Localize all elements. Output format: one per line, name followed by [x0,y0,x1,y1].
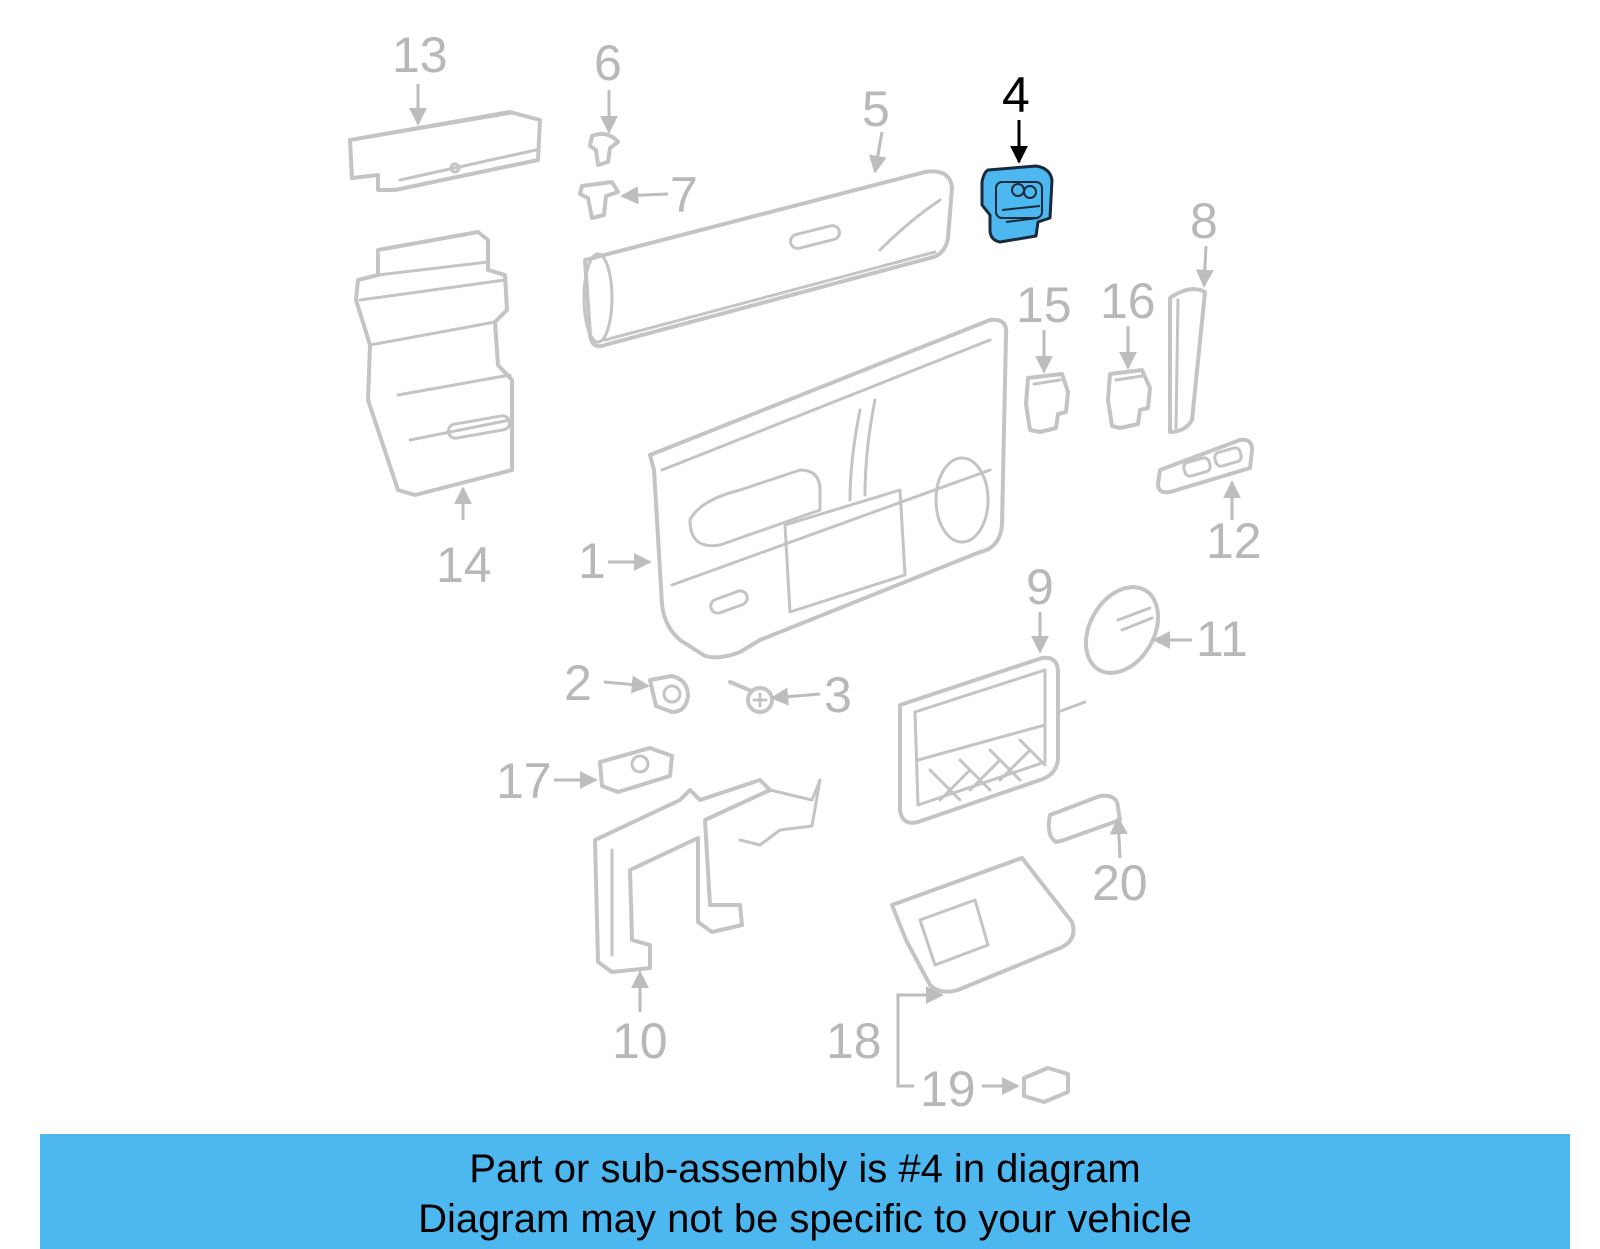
callout-13: 13 [392,27,448,83]
part-19-shape [1022,1066,1070,1104]
part-3-shape [728,680,774,714]
callout-20: 20 [1092,855,1148,911]
callout-19: 19 [920,1061,976,1117]
callout-3: 3 [824,667,852,723]
callout-4: 4 [1002,67,1030,123]
part-9-shape [898,655,1087,825]
banner-line-disclaimer: Diagram may not be specific to your vehi… [418,1197,1192,1241]
callout-12: 12 [1206,513,1262,569]
part-2-shape [648,674,690,714]
callout-10: 10 [612,1013,668,1069]
part-10-shape [593,778,822,974]
callout-17: 17 [496,753,552,809]
part-15-shape [1024,372,1070,434]
part-13-shape [348,110,542,192]
callout-14: 14 [436,537,492,593]
part-7-shape [578,180,620,220]
callout-9: 9 [1026,559,1054,615]
callout-7: 7 [670,167,698,223]
callout-18: 18 [826,1013,882,1069]
banner-line-part-number: Part or sub-assembly is #4 in diagram [469,1147,1141,1191]
part-16-shape [1106,368,1152,430]
part-11-shape [1083,585,1161,675]
leader-lines [409,84,1241,1095]
part-8-shape [1168,287,1207,434]
callout-15: 15 [1016,277,1072,333]
part-17-shape [598,746,674,794]
part-6-shape [588,132,620,167]
part-5-shape [582,169,954,349]
callout-8: 8 [1190,193,1218,249]
info-banner: Part or sub-assembly is #4 in diagram Di… [40,1134,1570,1249]
part-18-shape [890,856,1076,994]
part-4-shape [980,164,1054,244]
part-14-shape [354,230,514,497]
callout-11: 11 [1196,611,1248,667]
part-12-shape [1156,437,1254,495]
callout-16: 16 [1100,273,1156,329]
part-1-shape [648,317,1009,660]
callout-2: 2 [564,655,592,711]
part-20-shape [1046,793,1122,844]
callout-5: 5 [862,81,890,137]
callout-1: 1 [578,533,606,589]
callout-6: 6 [594,35,622,91]
